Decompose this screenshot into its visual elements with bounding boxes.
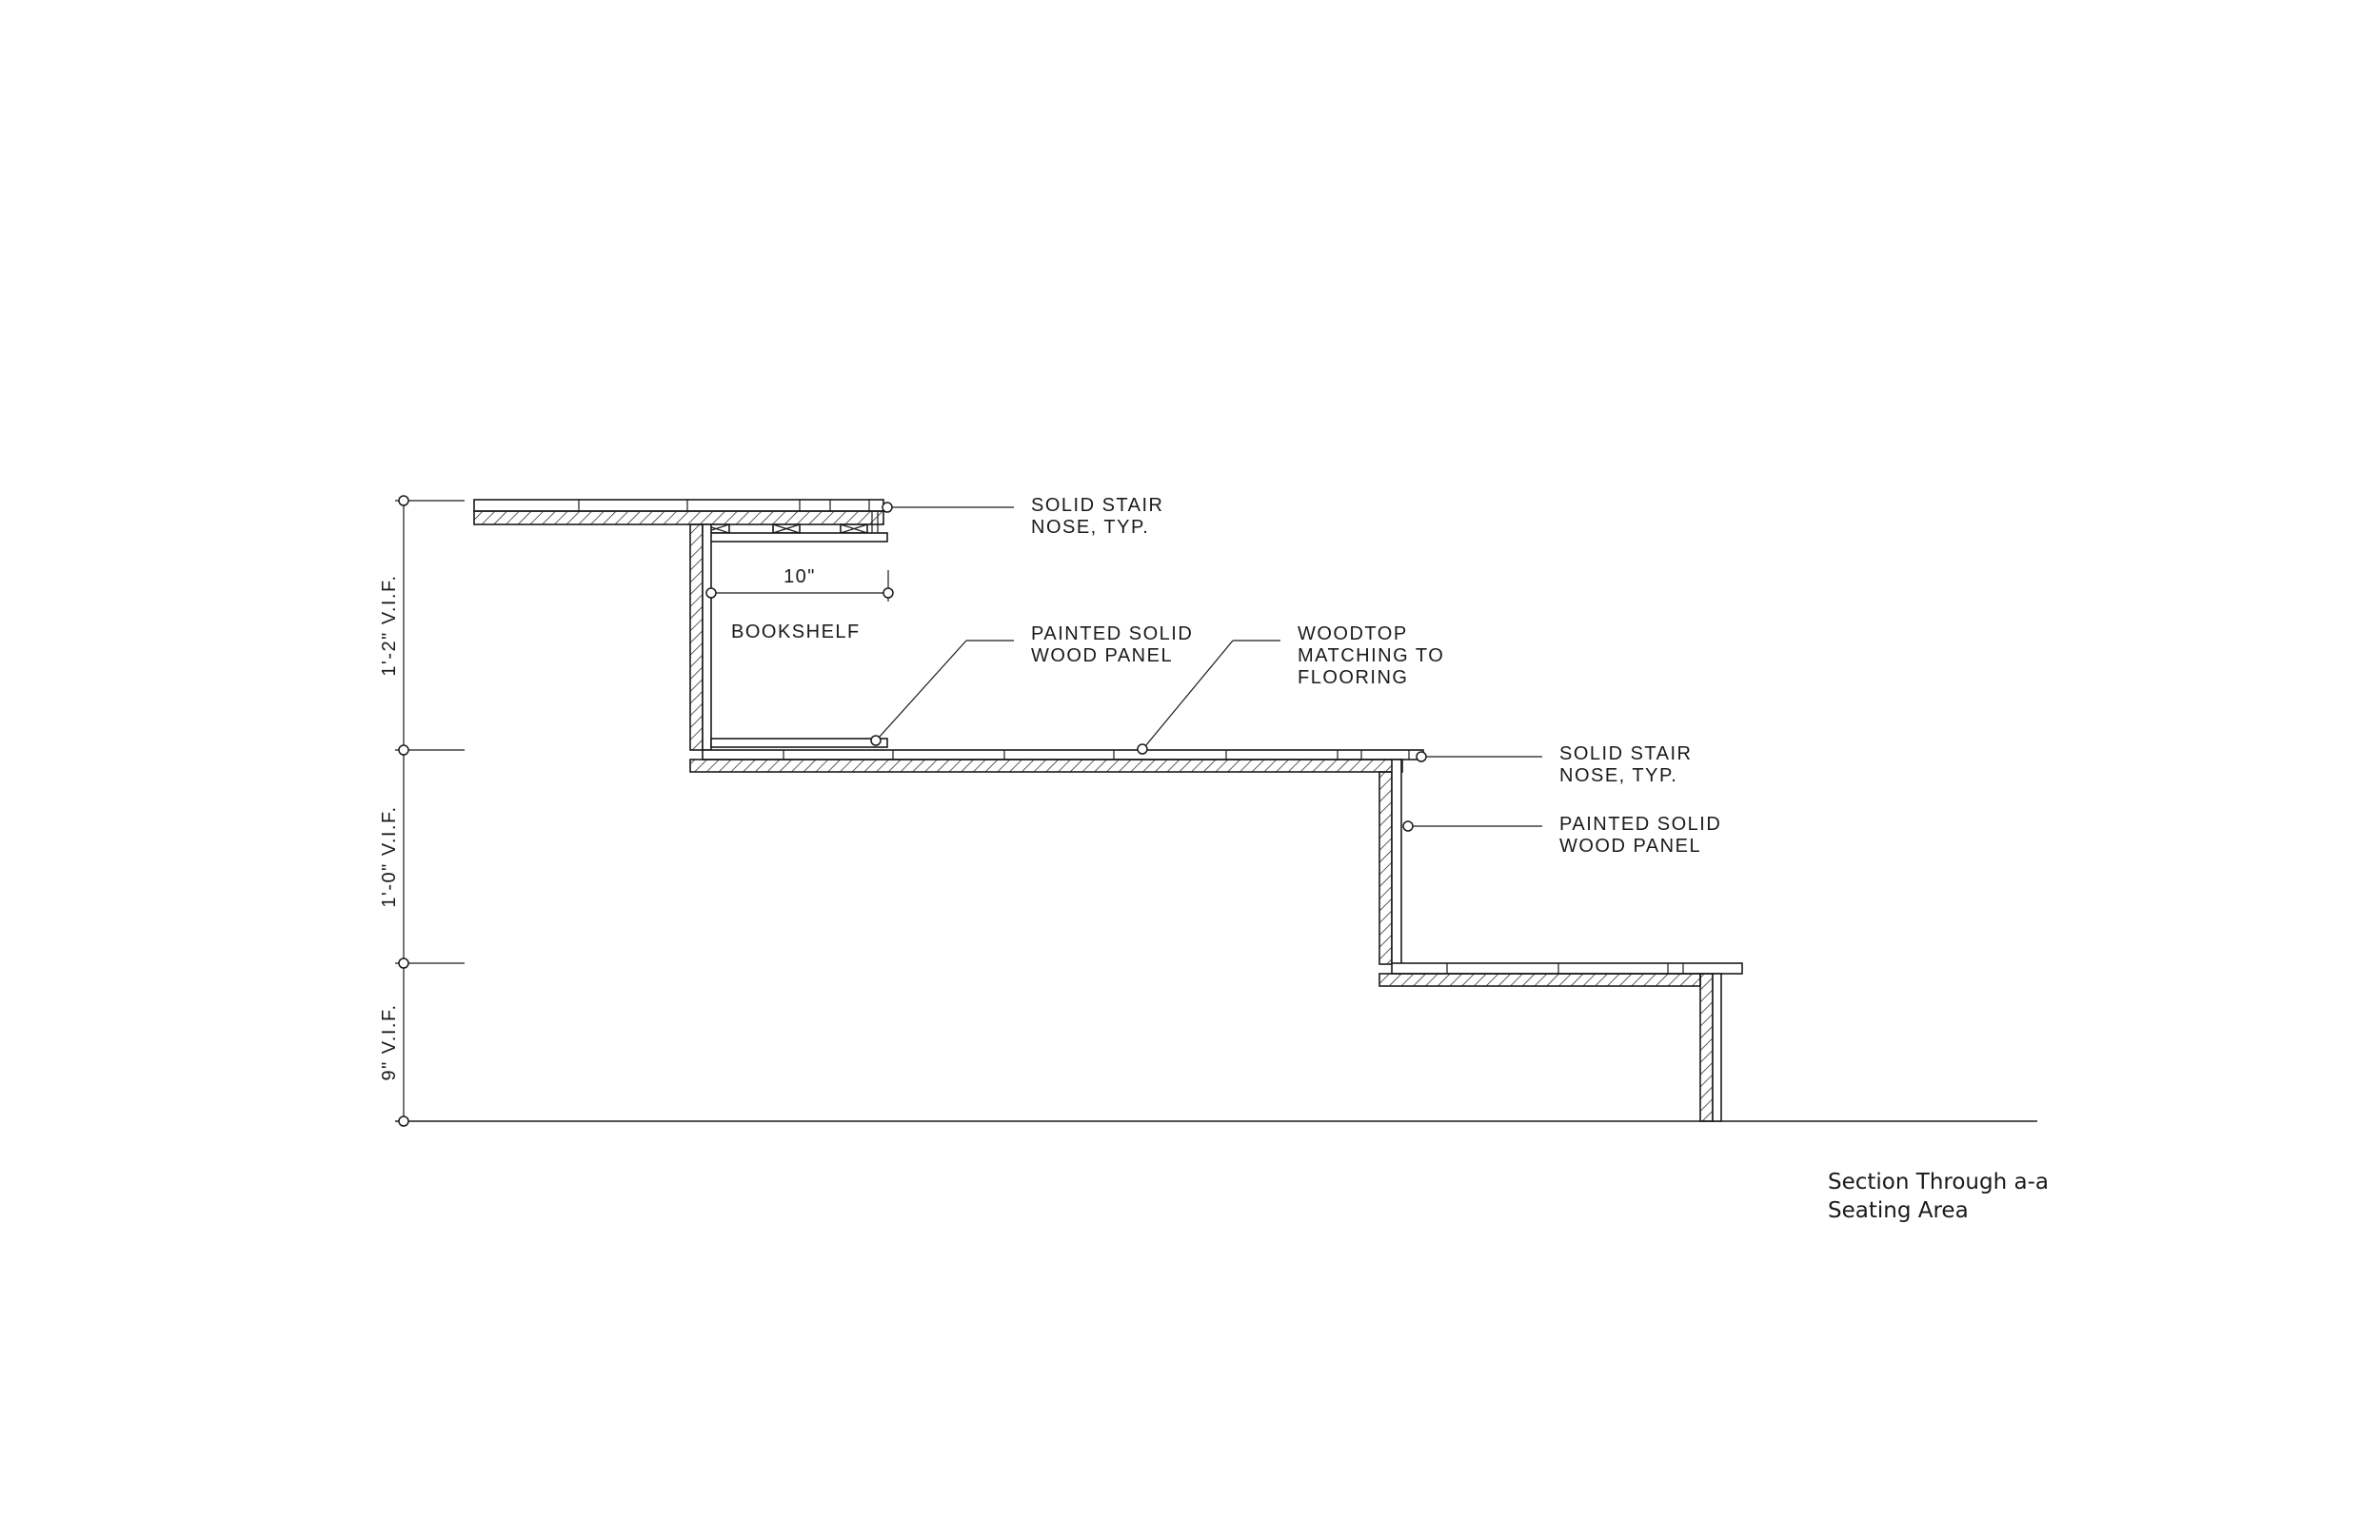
leader-lines bbox=[870, 502, 1542, 832]
lower-riser bbox=[1699, 973, 1722, 1122]
note-stair-nose-mid-2: NOSE, TYP. bbox=[1559, 765, 1677, 786]
bookshelf-label: BOOKSHELF bbox=[731, 622, 861, 642]
note-painted-panel-shelf-1: PAINTED SOLID bbox=[1031, 623, 1193, 644]
caption-line-2: Seating Area bbox=[1828, 1198, 1969, 1223]
shelf-depth-dimension bbox=[705, 570, 894, 602]
note-woodtop-1: WOODTOP bbox=[1298, 623, 1408, 644]
dimension-string bbox=[395, 495, 465, 1127]
middle-riser bbox=[1378, 759, 1402, 965]
note-woodtop-3: FLOORING bbox=[1298, 667, 1408, 688]
note-stair-nose-top-2: NOSE, TYP. bbox=[1031, 517, 1149, 538]
note-painted-panel-riser-1: PAINTED SOLID bbox=[1559, 814, 1721, 835]
note-woodtop-2: MATCHING TO bbox=[1298, 645, 1444, 666]
caption-line-1: Section Through a-a bbox=[1828, 1170, 2049, 1194]
note-stair-nose-top-1: SOLID STAIR bbox=[1031, 495, 1164, 516]
note-stair-nose-mid-1: SOLID STAIR bbox=[1559, 743, 1693, 764]
lower-tread bbox=[1378, 962, 1743, 987]
bookshelf-unit bbox=[689, 523, 888, 751]
dim-lower-height: 9" V.I.F. bbox=[379, 1003, 400, 1080]
middle-tread bbox=[689, 749, 1424, 773]
dim-middle-height: 1'-0" V.I.F. bbox=[379, 805, 400, 907]
note-painted-panel-shelf-2: WOOD PANEL bbox=[1031, 645, 1173, 666]
dim-shelf-depth: 10" bbox=[783, 566, 816, 587]
top-tread bbox=[473, 499, 884, 534]
dim-upper-height: 1'-2" V.I.F. bbox=[379, 574, 400, 676]
note-painted-panel-riser-2: WOOD PANEL bbox=[1559, 836, 1701, 857]
